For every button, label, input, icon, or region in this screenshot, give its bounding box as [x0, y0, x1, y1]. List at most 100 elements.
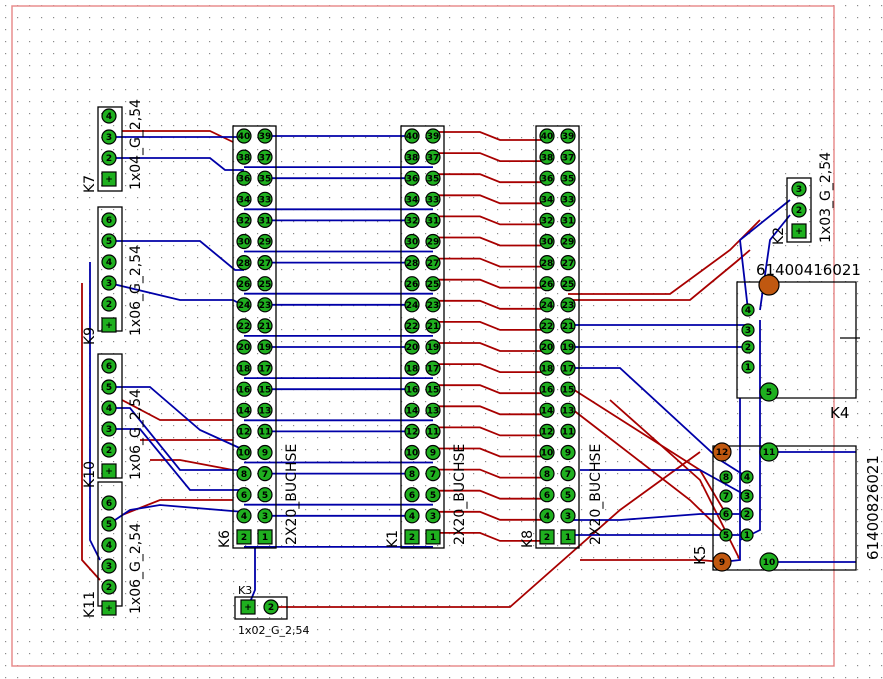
k3-pad-1-number: + [244, 603, 252, 613]
k2-pad-2-number: 2 [796, 206, 802, 216]
k6-pad-28-icon [236, 255, 252, 271]
k3-type-label: 1x02_G_2,54 [238, 624, 310, 637]
k1-pad-2-number: 2 [409, 533, 415, 543]
k8-pad-22-icon [539, 318, 555, 334]
k5-pad-1: 1 [740, 528, 754, 542]
k8-pad-19-number: 19 [562, 343, 575, 353]
k10-pad-6: 6 [101, 358, 117, 374]
k7-link-2 [109, 157, 244, 171]
k6-pad-29-number: 29 [259, 238, 272, 248]
k2-pad-1: + [791, 223, 807, 239]
k6-pad-26-number: 26 [238, 280, 251, 290]
k8-pad-10-icon [539, 444, 555, 461]
k8-pad-25-number: 25 [562, 280, 575, 290]
k8-pad-27-number: 27 [562, 259, 575, 269]
k10-pad-1-number: + [105, 467, 113, 477]
k1-pad-31-icon [425, 212, 441, 228]
k1-pad-35: 35 [425, 170, 441, 186]
k1-pad-5: 5 [425, 487, 441, 503]
k1-pad-20-icon [404, 339, 420, 355]
k2-outline [786, 177, 812, 243]
k6-pad-25: 25 [257, 276, 273, 292]
k7-pad-1-number: + [105, 175, 113, 185]
k6-pad-6: 6 [236, 487, 252, 503]
k11-link-5 [108, 504, 245, 525]
k8-blue-9 [580, 469, 748, 497]
k10-red-1 [121, 399, 233, 421]
bus-k1-k8-6 [433, 257, 547, 268]
k8-pad-9: 9 [560, 444, 576, 461]
k1-pad-1: 1 [425, 529, 441, 545]
k1-pad-20-number: 20 [406, 343, 419, 353]
k6-pad-17-number: 17 [259, 364, 272, 374]
k8-pad-22-number: 22 [541, 322, 554, 332]
k10-pad-5-number: 5 [106, 383, 112, 393]
k7-pad-2-number: 2 [106, 154, 112, 164]
k6-pad-18-icon [236, 360, 252, 376]
k6-pad-20-number: 20 [238, 343, 251, 353]
k4-mount-pad-top [758, 274, 780, 296]
k8-pad-14-number: 14 [541, 407, 554, 417]
k10-pad-3: 3 [101, 421, 117, 437]
k9-name-label: K9 [82, 327, 98, 345]
k1-pad-32: 32 [404, 212, 420, 228]
k6-pad-11-icon [257, 423, 273, 439]
k1-pad-22: 22 [404, 318, 420, 334]
k1-pad-4-number: 4 [409, 512, 415, 522]
k8-pad-31-icon [560, 212, 576, 228]
k6-pad-9-number: 9 [262, 449, 268, 459]
k6-pad-16: 16 [236, 381, 252, 397]
k6-pad-15: 15 [257, 381, 273, 397]
k8-pad-2: 2 [539, 529, 555, 545]
k8-pad-15-icon [560, 381, 576, 397]
k5-pad-8: 8 [719, 470, 733, 484]
k6-pad-15-number: 15 [259, 385, 272, 395]
k9-pad-3-icon [101, 275, 117, 291]
k2-pad-3-number: 3 [796, 185, 802, 195]
k1-pad-34-icon [404, 191, 420, 207]
k1-pad-25: 25 [425, 276, 441, 292]
k8-pad-35: 35 [560, 170, 576, 186]
k6-pad-4: 4 [236, 508, 252, 524]
k6-pad-39-number: 39 [259, 132, 272, 142]
k2-blue-3 [739, 199, 791, 311]
k9-pad-5-icon [101, 233, 117, 249]
k1-pad-17-icon [425, 360, 441, 376]
k4-pad-5-number: 5 [766, 388, 772, 398]
bus-k1-k8-17 [433, 489, 547, 500]
k1-pad-29-icon [425, 233, 441, 250]
k6-pad-3-icon [257, 508, 273, 524]
k1-pad-10-number: 10 [406, 449, 419, 459]
k5-pad-6: 6 [719, 507, 733, 521]
k6-pad-21-icon [257, 318, 273, 334]
bus-k1-k8-16 [433, 468, 547, 479]
k6-pad-30: 30 [236, 233, 252, 250]
k1-pad-39-number: 39 [427, 132, 440, 142]
k6-pad-23: 23 [257, 297, 273, 313]
k8-pad-10: 10 [539, 444, 555, 461]
k1-pad-18-number: 18 [406, 364, 419, 374]
k11-type-label: 1x06_G_2,54 [128, 523, 144, 614]
k3-name-label: K3 [238, 584, 252, 597]
k8-pad-3: 3 [560, 508, 576, 524]
k6-pad-27: 27 [257, 255, 273, 271]
bus-k1-k8-9 [433, 320, 547, 331]
k1-pad-13-number: 13 [427, 407, 440, 417]
k3-outline [234, 596, 288, 620]
k8-pad-33: 33 [560, 191, 576, 207]
k9-pad-4-icon [101, 254, 117, 270]
k6-pad-24: 24 [236, 297, 252, 313]
k1-pad-2-icon [404, 529, 420, 545]
k9-type-label: 1x06_G_2,54 [128, 245, 144, 336]
k4-pad-5-icon [759, 382, 779, 402]
k8-pad-38-icon [539, 149, 555, 165]
k8-pad-29: 29 [560, 233, 576, 250]
k6-pad-14-number: 14 [238, 407, 251, 417]
k8-pad-27: 27 [560, 255, 576, 271]
k1-pad-15-icon [425, 381, 441, 397]
k5-pad-8-number: 8 [723, 473, 729, 483]
k10-pad-5: 5 [101, 379, 117, 395]
k6-pad-32-number: 32 [238, 217, 251, 227]
